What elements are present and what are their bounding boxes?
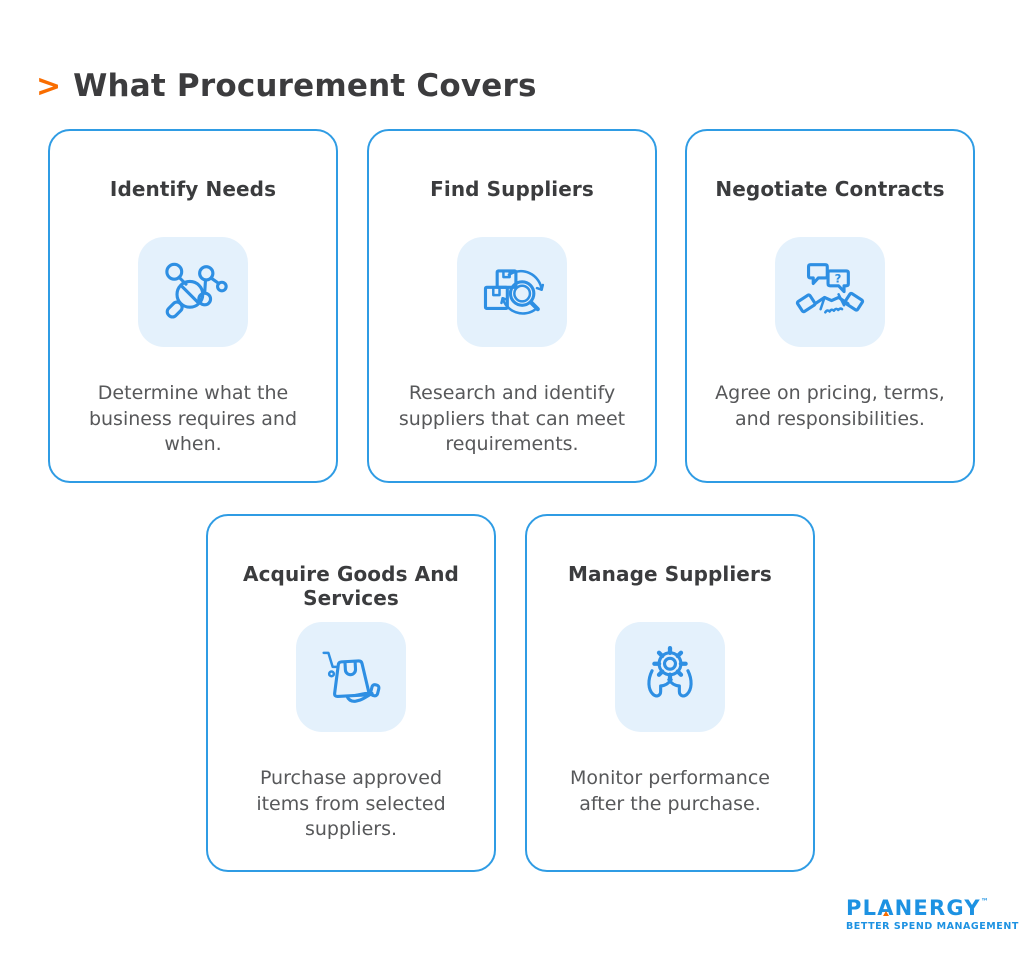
- logo-trademark: ™: [980, 897, 989, 906]
- card-description: Agree on pricing, terms, and responsibil…: [715, 382, 945, 430]
- card-identify-needs: Identify Needs Determine what the busine…: [48, 129, 338, 483]
- card-title: Acquire Goods And Services: [243, 562, 459, 611]
- card-negotiate-contracts: Negotiate Contracts ? Agree on pricing, …: [685, 129, 975, 483]
- card-find-suppliers: Find Suppliers Research and identify sup…: [367, 129, 657, 483]
- page-header: > What Procurement Covers: [36, 50, 537, 123]
- page-title: What Procurement Covers: [73, 67, 537, 104]
- icon-tile: [457, 237, 567, 347]
- hands-gear-icon: [647, 645, 693, 698]
- boxes-magnifier-icon: [483, 269, 545, 315]
- icon-tile: [615, 622, 725, 732]
- handshake-chat-icon: ?: [795, 263, 865, 314]
- logo-text: PLANERGY: [846, 896, 981, 920]
- icon-tile: [296, 622, 406, 732]
- card-title: Manage Suppliers: [568, 562, 772, 586]
- shopping-bag-hand-icon: [322, 651, 381, 703]
- card-title: Identify Needs: [109, 177, 277, 201]
- card-description: Research and identify suppliers that can…: [398, 382, 626, 456]
- magnifier-network-icon: [165, 262, 228, 319]
- card-title: Find Suppliers: [430, 177, 594, 201]
- chevron-right-marker: >: [36, 68, 62, 104]
- card-acquire-goods-and-services: Acquire Goods And Services Purchase appr…: [206, 514, 496, 872]
- icon-tile: ?: [775, 237, 885, 347]
- planergy-logo: PLANERGY™ BETTER SPEND MANAGEMENT: [846, 898, 1019, 932]
- icon-tile: [138, 237, 248, 347]
- card-description: Purchase approved items from selected su…: [256, 767, 446, 841]
- logo-tagline: BETTER SPEND MANAGEMENT: [846, 921, 1019, 932]
- logo-wordmark: PLANERGY™: [846, 898, 1006, 919]
- card-description: Monitor performance after the purchase.: [570, 767, 770, 815]
- card-manage-suppliers: Manage Suppliers Monitor performance aft…: [525, 514, 815, 872]
- card-description: Determine what the business requires and…: [88, 382, 298, 456]
- card-title: Negotiate Contracts: [715, 177, 945, 201]
- question-mark-glyph: ?: [835, 272, 842, 286]
